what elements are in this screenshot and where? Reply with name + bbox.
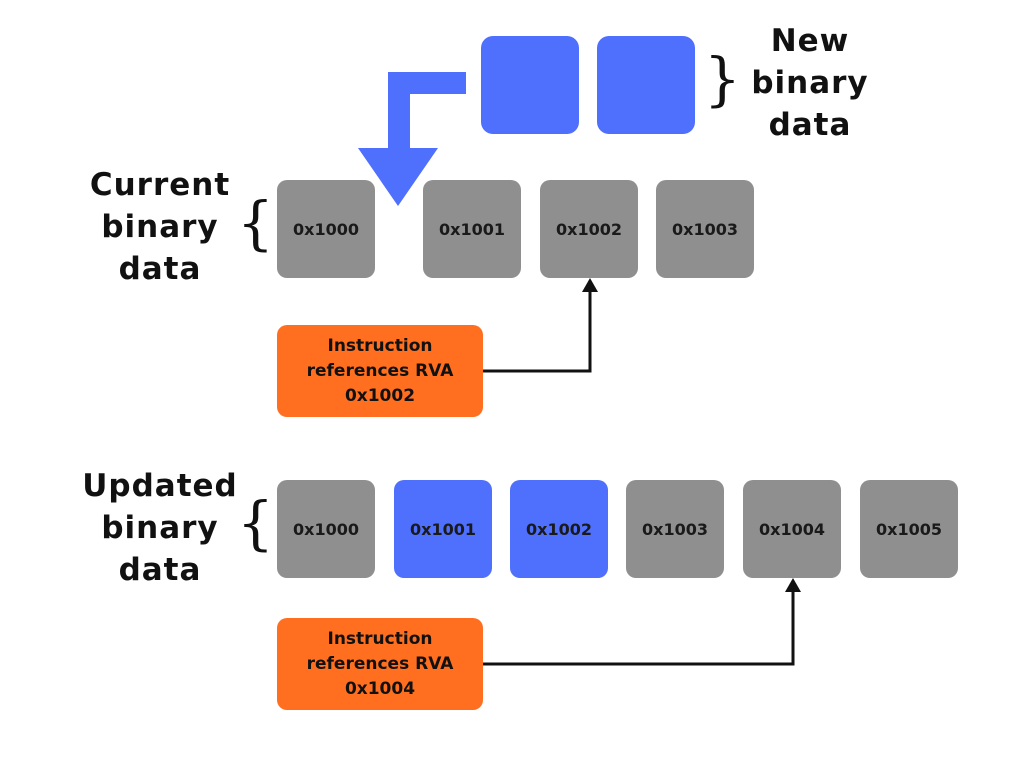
updated-binary-label: Updated binary data bbox=[82, 468, 238, 588]
current-cell-0x1001: 0x1001 bbox=[423, 180, 521, 278]
new-binary-brace: } bbox=[704, 45, 741, 113]
reference-arrow-updated bbox=[483, 584, 795, 666]
instruction-box-current: Instruction references RVA 0x1002 bbox=[277, 325, 483, 417]
new-data-block bbox=[597, 36, 695, 134]
updated-cell-0x1001: 0x1001 bbox=[394, 480, 492, 578]
updated-cell-0x1005: 0x1005 bbox=[860, 480, 958, 578]
current-cell-0x1002: 0x1002 bbox=[540, 180, 638, 278]
reference-arrow-current bbox=[483, 284, 592, 373]
reference-arrowhead-updated bbox=[785, 578, 801, 592]
instruction-box-updated: Instruction references RVA 0x1004 bbox=[277, 618, 483, 710]
updated-cell-0x1003: 0x1003 bbox=[626, 480, 724, 578]
updated-binary-brace: { bbox=[237, 489, 274, 557]
updated-cell-0x1000: 0x1000 bbox=[277, 480, 375, 578]
updated-cell-0x1002: 0x1002 bbox=[510, 480, 608, 578]
current-cell-0x1003: 0x1003 bbox=[656, 180, 754, 278]
current-cell-0x1000: 0x1000 bbox=[277, 180, 375, 278]
current-binary-brace: { bbox=[237, 189, 274, 257]
updated-cell-0x1004: 0x1004 bbox=[743, 480, 841, 578]
insert-arrow-shape bbox=[358, 72, 466, 206]
current-binary-label: Current binary data bbox=[89, 167, 231, 287]
new-data-block bbox=[481, 36, 579, 134]
reference-arrowhead-current bbox=[582, 278, 598, 292]
new-binary-label: New binary data bbox=[751, 23, 869, 143]
